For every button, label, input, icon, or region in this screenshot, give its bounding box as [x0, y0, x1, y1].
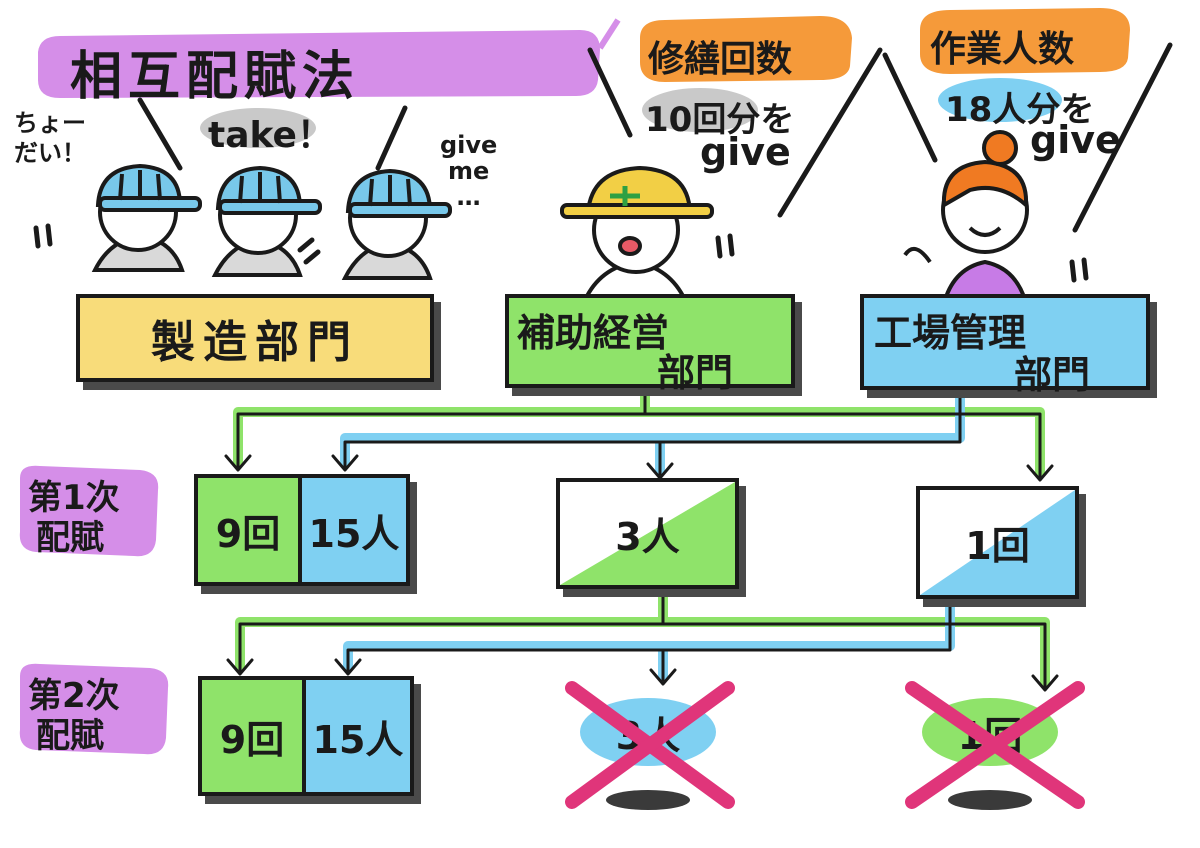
auxiliary-first-diagonal	[560, 482, 735, 585]
auxiliary-second-cross-icon	[565, 681, 735, 809]
repair-label: 修繕回数	[648, 39, 793, 80]
manufacturing-first-repair: 9回	[198, 478, 302, 582]
auxiliary-department-box: 補助経営 部門	[505, 294, 795, 395]
workers-label: 作業人数	[930, 29, 1075, 70]
factory-department-label-1: 工場管理	[874, 311, 1027, 355]
worker-1	[91, 163, 202, 272]
repair-value: 10回分を	[645, 100, 795, 140]
auxiliary-worker	[560, 165, 714, 302]
manufacturing-department-box: 製造部門	[76, 294, 434, 382]
workers-value-highlight	[938, 78, 1062, 122]
workers-value: 18人分を	[945, 90, 1095, 130]
factory-first-box: 1回	[916, 486, 1079, 599]
repair-note-highlight	[640, 16, 852, 82]
worker-3	[341, 168, 452, 280]
give-me-text: give me …	[440, 131, 498, 211]
manufacturing-second-workers: 15人	[312, 717, 404, 762]
manufacturing-first-box: 9回 15人	[194, 474, 410, 586]
auxiliary-second-shadow	[606, 790, 690, 810]
manufacturing-first-workers: 15人	[308, 511, 400, 556]
allocation-arrows	[224, 385, 1059, 692]
first-stage-label-2: 配賦	[36, 518, 104, 558]
manufacturing-second-box: 9回 15人	[198, 676, 414, 796]
factory-first-diagonal	[920, 490, 1075, 595]
take-highlight	[200, 108, 316, 148]
second-stage-highlight	[19, 663, 169, 755]
factory-second-cross-icon	[905, 681, 1085, 809]
auxiliary-department-label-2: 部門	[657, 351, 734, 395]
take-text: take！	[208, 115, 333, 156]
factory-first-repair: 1回	[965, 524, 1030, 568]
page-title: 相互配賦法	[70, 47, 361, 107]
second-stage-label-2: 配賦	[36, 716, 104, 756]
auxiliary-first-workers: 3人	[615, 515, 680, 559]
workers-give: give	[1030, 118, 1121, 162]
auxiliary-department-label-1: 補助経営	[517, 311, 670, 355]
workers-note-highlight	[920, 8, 1130, 74]
second-stage-label-1: 第2次	[28, 676, 120, 716]
worker-figures	[91, 163, 452, 280]
manufacturing-second-repair: 9回	[202, 680, 306, 792]
title-highlight	[38, 30, 600, 98]
factory-department-label-2: 部門	[1014, 353, 1091, 397]
shout-text: ちょー だい！	[14, 109, 86, 167]
factory-second-shadow	[948, 790, 1032, 810]
emphasis-strokes	[33, 42, 1173, 283]
factory-department-box: 工場管理 部門	[860, 294, 1150, 397]
worker-2	[211, 165, 322, 277]
repair-value-highlight	[642, 88, 758, 132]
factory-manager	[903, 130, 1029, 302]
first-stage-label-1: 第1次	[28, 478, 120, 518]
first-stage-highlight	[19, 465, 159, 557]
repair-give: give	[700, 130, 791, 174]
auxiliary-first-box: 3人	[556, 478, 739, 589]
manufacturing-department-label: 製造部門	[151, 317, 359, 368]
